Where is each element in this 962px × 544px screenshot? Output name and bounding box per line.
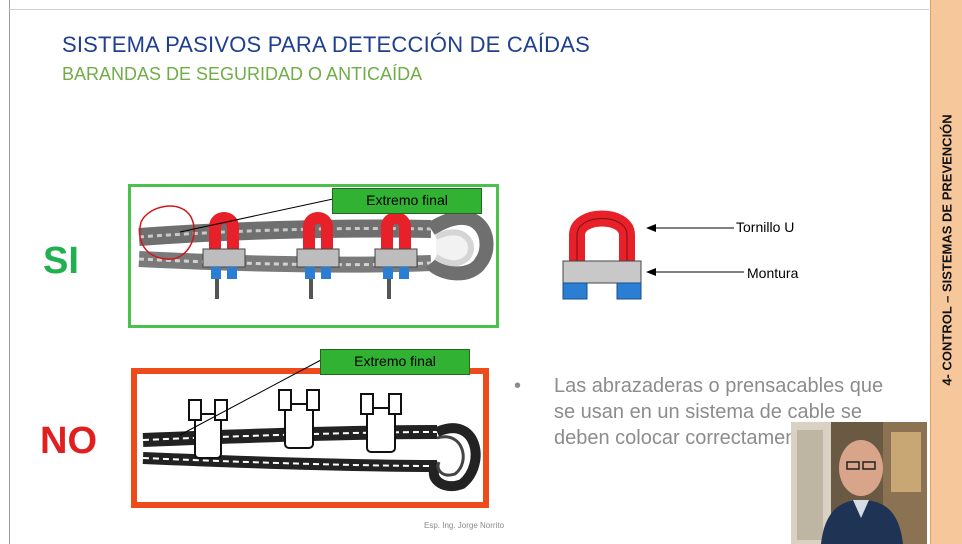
slide-subtitle: BARANDAS DE SEGURIDAD O ANTICAÍDA [62, 64, 423, 84]
extremo-final-callout-bottom: Extremo final [320, 349, 470, 375]
section-side-bar: 4- CONTROL – SISTEMAS DE PREVENCIÓN [930, 0, 962, 544]
incorrect-cable-illustration [142, 389, 481, 491]
extremo-final-callout-top: Extremo final [332, 188, 482, 214]
bullet-dot: • [514, 375, 522, 397]
slide-left-border [9, 0, 10, 544]
no-label: NO [40, 420, 97, 462]
montura-label: Montura [747, 265, 799, 281]
presenter-video-frame [791, 422, 927, 544]
bullet-text: Las abrazaderas o prensacables que se us… [554, 375, 884, 449]
si-label: SI [43, 240, 79, 282]
section-side-label: 4- CONTROL – SISTEMAS DE PREVENCIÓN [939, 114, 955, 386]
slide-top-border [9, 9, 929, 10]
slide-footer: Esp. Ing. Jorge Norrito [424, 521, 505, 530]
u-bolt-clamp-diagram [562, 210, 642, 300]
tornillo-u-label: Tornillo U [736, 219, 795, 235]
incorrect-clamp-image [131, 368, 489, 508]
slide-title: SISTEMA PASIVOS PARA DETECCIÓN DE CAÍDAS [62, 32, 590, 57]
presenter-webcam-video [791, 422, 927, 544]
